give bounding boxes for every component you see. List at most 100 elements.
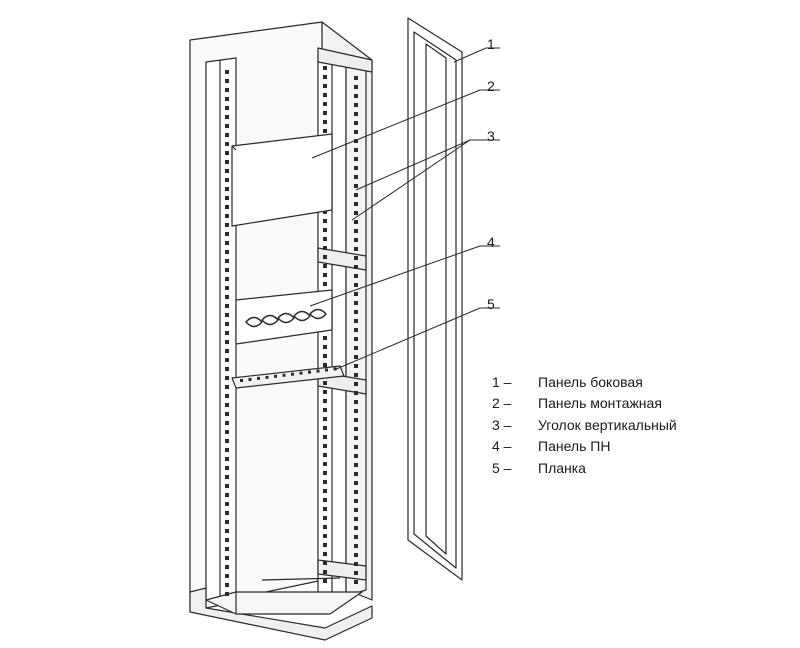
perforation-hole: [323, 246, 327, 250]
perforation-hole: [323, 354, 327, 358]
perforation-hole: [225, 232, 229, 236]
perforation-hole: [354, 265, 358, 269]
perforation-hole: [323, 570, 327, 574]
perforation-hole: [225, 295, 229, 299]
perforation-hole: [225, 403, 229, 407]
perforation-hole: [323, 525, 327, 529]
perforation-hole: [323, 237, 327, 241]
perforation-hole: [323, 507, 327, 511]
perforation-hole: [323, 426, 327, 430]
perforation-hole: [354, 193, 358, 197]
perforation-hole: [354, 328, 358, 332]
perforation-hole: [225, 376, 229, 380]
perforation-hole: [354, 355, 358, 359]
perforation-hole: [354, 553, 358, 557]
perforation-hole: [225, 187, 229, 191]
strip-hole: [257, 376, 260, 380]
perforation-hole: [354, 130, 358, 134]
perforation-hole: [225, 97, 229, 101]
perforation-hole: [225, 340, 229, 344]
perforation-hole: [225, 421, 229, 425]
perforation-hole: [354, 292, 358, 296]
perforation-hole: [225, 178, 229, 182]
strip-hole: [282, 373, 286, 377]
perforation-hole: [225, 367, 229, 371]
perforation-hole: [354, 301, 358, 305]
perforation-hole: [225, 358, 229, 362]
perforation-hole: [323, 390, 327, 394]
perforation-hole: [354, 175, 358, 179]
perforation-hole: [354, 463, 358, 467]
perforation-hole: [225, 331, 229, 335]
perforation-hole: [225, 430, 229, 434]
leader-lines: [309, 47, 500, 371]
perforation-hole: [323, 120, 327, 124]
perforation-hole: [354, 220, 358, 224]
perforation-hole: [354, 283, 358, 287]
perforation-hole: [354, 544, 358, 548]
legend-item: 1 – Панель боковая: [492, 371, 677, 393]
perforation-hole: [354, 247, 358, 251]
perforation-hole: [225, 214, 229, 218]
perforation-hole: [354, 346, 358, 350]
perforation-hole: [354, 571, 358, 575]
perforation-hole: [225, 475, 229, 479]
perforation-hole: [225, 205, 229, 209]
legend-text: Уголок вертикальный: [538, 416, 677, 433]
perforation-hole: [354, 535, 358, 539]
legend-number: 3 –: [492, 416, 512, 433]
perforation-hole: [323, 282, 327, 286]
perforation-hole: [354, 166, 358, 170]
perforation-hole: [354, 112, 358, 116]
perforation-hole: [225, 268, 229, 272]
perforation-hole: [354, 310, 358, 314]
perforation-hole: [225, 457, 229, 461]
callout-4: 4: [487, 234, 495, 250]
side-panel: [407, 17, 463, 581]
perforation-hole: [225, 466, 229, 470]
perforation-hole: [354, 85, 358, 89]
perforation-hole: [354, 517, 358, 521]
perforation-hole: [225, 538, 229, 542]
legend-number: 4 –: [492, 438, 512, 455]
perforation-hole: [225, 592, 229, 596]
strip-hole: [299, 371, 303, 375]
perforation-hole: [225, 484, 229, 488]
perforation-hole: [323, 381, 327, 385]
legend-item: 2 – Панель монтажная: [492, 393, 677, 415]
perforation-hole: [225, 133, 229, 137]
callout-5: 5: [487, 296, 495, 312]
perforation-hole: [354, 202, 358, 206]
perforation-hole: [354, 391, 358, 395]
perforation-hole: [323, 111, 327, 115]
perforation-hole: [323, 435, 327, 439]
perforation-hole: [225, 574, 229, 578]
legend-number: 5 –: [492, 459, 512, 476]
perforation-hole: [354, 256, 358, 260]
perforation-hole: [225, 160, 229, 164]
perforation-hole: [225, 277, 229, 281]
perforation-hole: [354, 400, 358, 404]
perforation-hole: [225, 115, 229, 119]
perforation-hole: [354, 526, 358, 530]
strip-hole: [333, 367, 337, 371]
legend-item: 3 – Уголок вертикальный: [492, 414, 677, 436]
legend-text: Панель ПН: [538, 438, 611, 455]
perforation-hole: [323, 219, 327, 223]
legend-number: 1 –: [492, 373, 512, 390]
perforation-hole: [323, 129, 327, 133]
perforation-hole: [225, 439, 229, 443]
callout-1: 1: [487, 36, 495, 52]
legend-text: Панель боковая: [538, 373, 643, 390]
perforation-hole: [225, 223, 229, 227]
perforation-hole: [354, 103, 358, 107]
perforation-hole: [354, 121, 358, 125]
perforation-hole: [225, 88, 229, 92]
perforation-hole: [225, 259, 229, 263]
panel-pn: [235, 289, 333, 345]
perforation-hole: [323, 552, 327, 556]
perforation-hole: [225, 322, 229, 326]
perforation-hole: [225, 412, 229, 416]
perforation-hole: [225, 70, 229, 74]
